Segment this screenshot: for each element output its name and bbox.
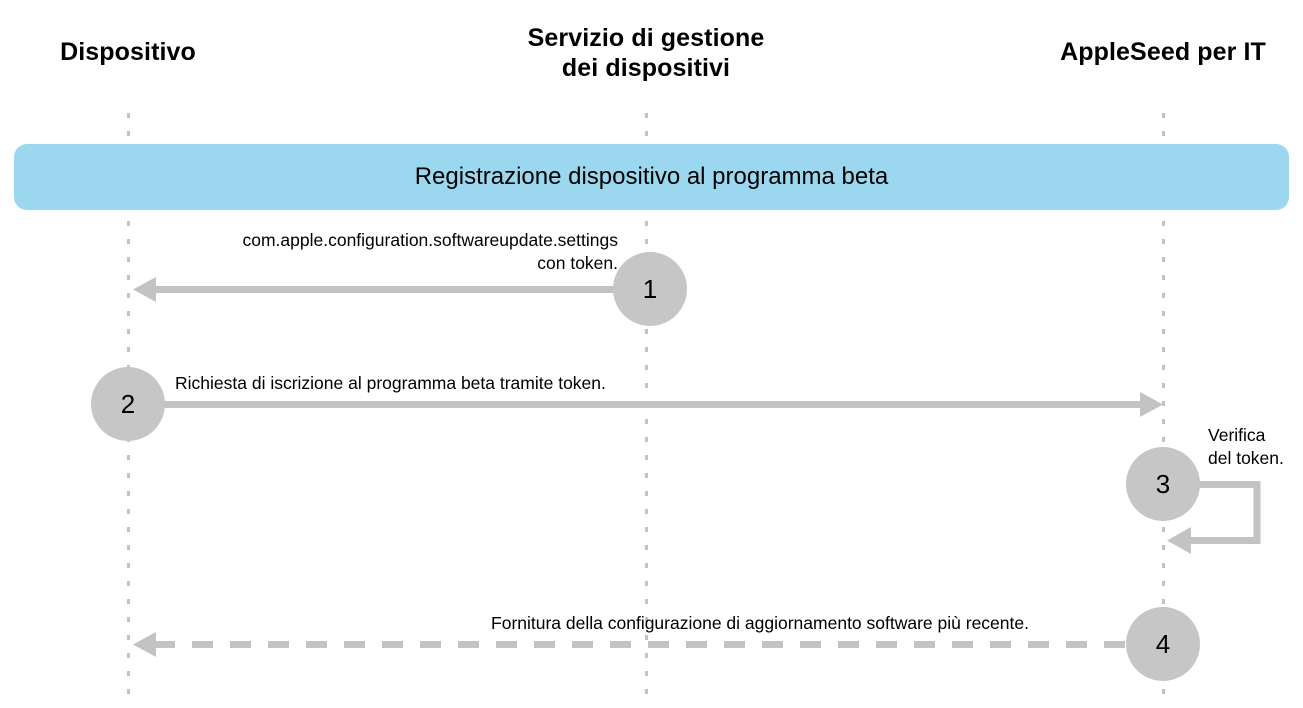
message-label-step-2: Richiesta di iscrizione al programma bet…: [175, 373, 606, 393]
message-label-step-4: Fornitura della configurazione di aggior…: [491, 613, 1029, 633]
phase-banner: Registrazione dispositivo al programma b…: [14, 144, 1289, 210]
step-badge-1-number: 1: [642, 273, 658, 304]
message-label-step-3: Verifica del token.: [1208, 425, 1284, 469]
step-badge-1: 1: [613, 252, 687, 326]
step-badge-4-number: 4: [1155, 628, 1171, 659]
column-title-mdm: Servizio di gestione dei dispositivi: [527, 24, 765, 82]
step-badge-3-number: 3: [1155, 468, 1171, 499]
phase-banner-label: Registrazione dispositivo al programma b…: [414, 163, 889, 190]
column-title-device: Dispositivo: [60, 38, 196, 66]
step-badge-2: 2: [91, 367, 165, 441]
arrow-step-4: [133, 632, 1163, 657]
arrow-step-1: [133, 277, 650, 302]
step-badge-4: 4: [1126, 607, 1200, 681]
arrow-step-2: [128, 392, 1163, 417]
arrow-step-3-self-loop: [1163, 481, 1261, 554]
column-title-appleseed: AppleSeed per IT: [1060, 38, 1266, 66]
message-label-step-1: com.apple.configuration.softwareupdate.s…: [242, 230, 618, 274]
step-badge-3: 3: [1126, 447, 1200, 521]
step-badge-2-number: 2: [120, 388, 136, 419]
